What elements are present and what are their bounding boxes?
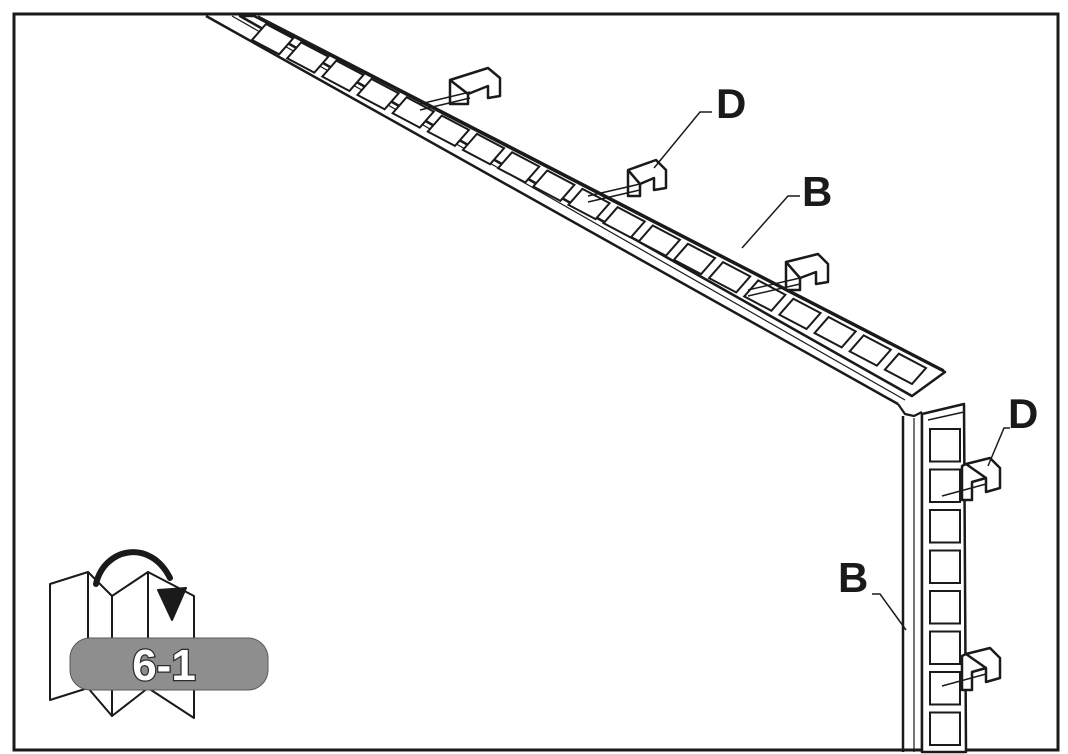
strip-slot: [848, 334, 893, 367]
strip-slot: [707, 260, 752, 294]
strip-slot: [250, 22, 295, 56]
clip-top-2: [587, 158, 668, 203]
strip-slot: [391, 96, 436, 129]
strip-slot: [355, 77, 401, 111]
leader-d-top: [653, 111, 712, 169]
strip-slot: [883, 352, 928, 386]
strip-slot: [929, 509, 961, 544]
clip-top-1: [419, 66, 502, 111]
clip-right-2: [941, 646, 1002, 692]
strip-slot: [461, 132, 506, 166]
strip-slot: [929, 549, 961, 584]
cable-strip-right-slots: [929, 428, 961, 746]
leader-b-top: [741, 195, 800, 249]
strip-slot: [929, 711, 961, 746]
clip-top-3: [747, 252, 830, 297]
strip-slot: [531, 169, 577, 203]
strip-slot: [637, 224, 682, 258]
strip-slot: [777, 297, 823, 331]
step-badge-label: 6-1: [132, 641, 196, 690]
label-d-right: D: [1008, 390, 1038, 437]
strip-slot: [929, 468, 961, 503]
strip-slot: [929, 428, 961, 463]
leader-b-right: [872, 593, 907, 631]
strip-slot: [929, 630, 961, 665]
label-b-top: B: [802, 168, 832, 215]
strip-slot: [812, 315, 858, 349]
strip-slot: [285, 41, 330, 74]
label-b-right: B: [838, 554, 868, 601]
strip-slot: [672, 242, 717, 276]
step-badge: [69, 637, 269, 691]
strip-slot: [496, 150, 541, 184]
label-d-top: D: [716, 80, 746, 127]
strip-slot: [426, 114, 471, 148]
strip-slot: [601, 205, 647, 239]
strip-slot: [929, 590, 961, 625]
strip-slot: [320, 59, 366, 93]
leader-d-right: [987, 427, 1010, 467]
cable-strip-top-slots: [250, 22, 928, 386]
strip-slot: [929, 671, 961, 706]
clip-right-1: [941, 456, 1002, 502]
callout-leaders: [653, 111, 1010, 631]
